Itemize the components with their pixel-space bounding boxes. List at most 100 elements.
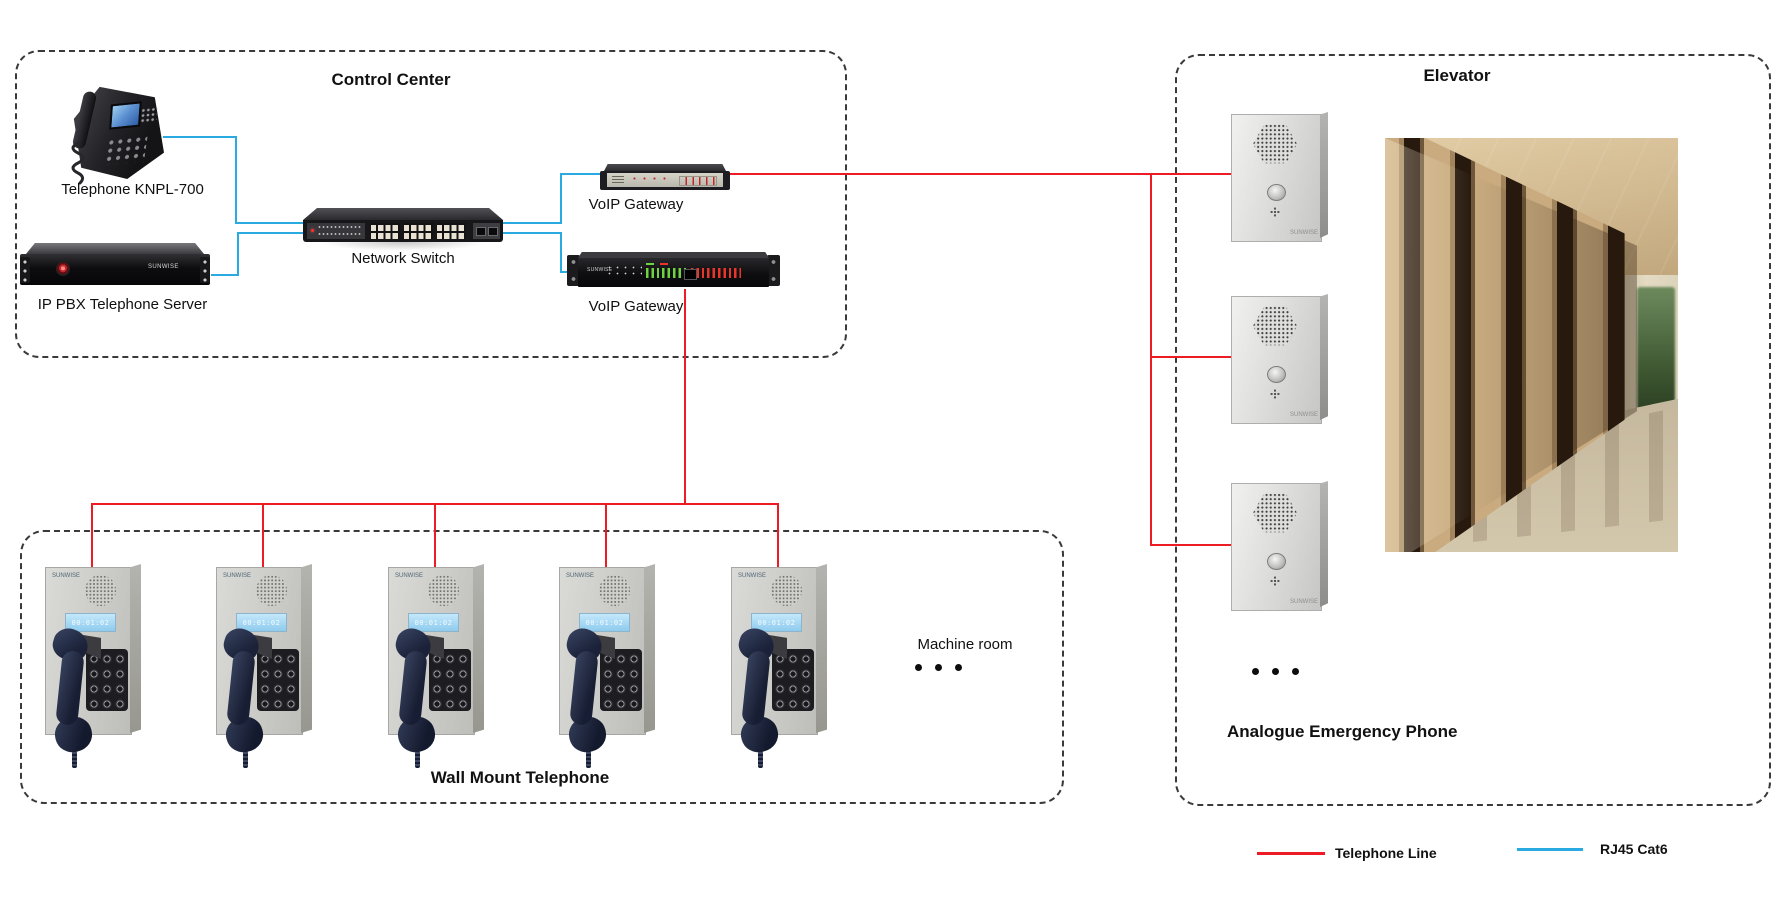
speaker-grille-icon	[1252, 306, 1298, 346]
wall-phone-3: SUNWISE 00:01:02	[388, 563, 484, 768]
machine-room-label: Machine room	[917, 636, 1013, 653]
legend-telephone-line-label: Telephone Line	[1335, 845, 1437, 861]
phone-enclosure-side	[130, 564, 141, 733]
ip-phone-cord	[71, 141, 85, 185]
uplink-port-icon	[476, 227, 486, 236]
intercom-side	[1320, 294, 1328, 420]
legend-rj45-label: RJ45 Cat6	[1600, 841, 1668, 857]
power-button-icon	[56, 262, 70, 276]
ellipsis-dots-machine-room	[915, 664, 962, 671]
network-switch-label: Network Switch	[351, 250, 455, 267]
elevator-box	[1175, 54, 1771, 806]
handset	[394, 629, 439, 756]
handset-cup	[222, 713, 267, 756]
rack-ear-right	[767, 255, 780, 286]
mic-hole-icon	[1274, 393, 1276, 395]
speaker-grille-icon	[599, 575, 630, 606]
legend-rj45-swatch	[1517, 848, 1583, 851]
red-led-bank	[691, 268, 741, 278]
handset-cup	[737, 713, 782, 756]
rack-ear-left	[20, 257, 30, 283]
tel-line-drop-1	[91, 503, 93, 567]
rj45-line-switch-gw1-c	[560, 173, 602, 175]
handset	[222, 629, 267, 756]
gateway-top-face	[604, 164, 726, 171]
switch-port-banks	[371, 223, 471, 239]
phone-enclosure-side	[473, 564, 484, 733]
analogue-emergency-label: Analogue Emergency Phone	[1227, 722, 1458, 741]
rj45-line-pbx-v	[237, 232, 239, 276]
handset-cord	[72, 751, 77, 768]
emergency-intercom-1: SUNWISE	[1231, 112, 1328, 242]
sunwise-logo: SUNWISE	[223, 573, 252, 579]
wall-phone-2: SUNWISE 00:01:02	[216, 563, 312, 768]
phone-enclosure-side	[301, 564, 312, 733]
ip-pbx-label: IP PBX Telephone Server	[37, 296, 208, 313]
intercom-face	[1231, 114, 1322, 242]
switch-top-face	[303, 208, 503, 220]
ip-phone-knpl700	[71, 85, 164, 185]
tel-line-drop-5	[777, 503, 779, 567]
line-port-icon	[684, 269, 697, 280]
tel-line-branch-intercom3	[1150, 544, 1233, 546]
legend-telephone-line-swatch	[1257, 852, 1325, 855]
call-button-icon	[1267, 184, 1286, 201]
voip-gateway-desktop	[600, 164, 730, 190]
handset-cup	[51, 713, 96, 756]
handset-cup	[394, 713, 439, 756]
sunwise-logo: SUNWISE	[566, 573, 595, 579]
sunwise-logo: SUNWISE	[52, 573, 81, 579]
handset	[737, 629, 782, 756]
voip-gateway-top-label: VoIP Gateway	[588, 196, 684, 213]
call-button-icon	[1267, 553, 1286, 570]
rj45-line-pbx-to-switch	[237, 232, 303, 234]
green-led-bank	[646, 268, 688, 278]
rj45-port-group	[404, 223, 433, 239]
rj45-port-group	[371, 223, 400, 239]
rj45-line-phone-to-switch	[235, 222, 303, 224]
mic-hole-icon	[1274, 211, 1276, 213]
speaker-grille-icon	[256, 575, 287, 606]
ip-pbx-top-face	[26, 243, 204, 254]
rj45-port-group	[437, 223, 466, 239]
panel-leds	[633, 177, 673, 183]
gateway-top-face	[578, 252, 769, 258]
tel-line-drop-4	[605, 503, 607, 567]
handset	[565, 629, 610, 756]
lcd-text: 00:01:02	[71, 618, 110, 627]
status-led-icon	[311, 229, 314, 232]
rj45-line-phone-h	[163, 136, 237, 138]
handset-cord	[586, 751, 591, 768]
sunwise-logo: SUNWISE	[395, 573, 424, 579]
ip-phone-screen	[109, 101, 142, 130]
tel-line-gw1-to-intercom1	[730, 173, 1233, 175]
panel-print	[612, 176, 624, 183]
ip-phone-softkeys	[139, 106, 158, 124]
gateway-front-panel	[607, 173, 723, 187]
emergency-intercom-2: SUNWISE	[1231, 294, 1328, 424]
tel-line-drop-2	[262, 503, 264, 567]
mic-hole-icon	[1274, 580, 1276, 582]
speaker-grille-icon	[771, 575, 802, 606]
ellipsis-dots-elevator	[1252, 668, 1299, 675]
elevator-title: Elevator	[1423, 66, 1491, 85]
gateway-front: SUNWISE	[578, 258, 769, 287]
rj45-line-switch-gw2-a	[503, 232, 562, 234]
ip-pbx-front	[20, 254, 210, 285]
uplink-port-icon	[488, 227, 498, 236]
emergency-intercom-3: SUNWISE	[1231, 481, 1328, 611]
speaker-grille-icon	[1252, 124, 1298, 164]
tel-line-drop-3	[434, 503, 436, 567]
phone-enclosure-side	[644, 564, 655, 733]
wall-phone-1: SUNWISE 00:01:02	[45, 563, 141, 768]
voip-gateway-rack: SUNWISE	[567, 252, 780, 290]
tel-line-branch-intercom2	[1150, 356, 1233, 358]
tel-line-gw2-feed	[684, 289, 686, 505]
call-button-icon	[1267, 366, 1286, 383]
handset	[51, 629, 96, 756]
switch-uplink-panel	[473, 223, 500, 239]
sunwise-logo: SUNWISE	[587, 267, 613, 273]
panel-port-group	[679, 176, 717, 186]
rack-ear-right	[200, 257, 210, 283]
